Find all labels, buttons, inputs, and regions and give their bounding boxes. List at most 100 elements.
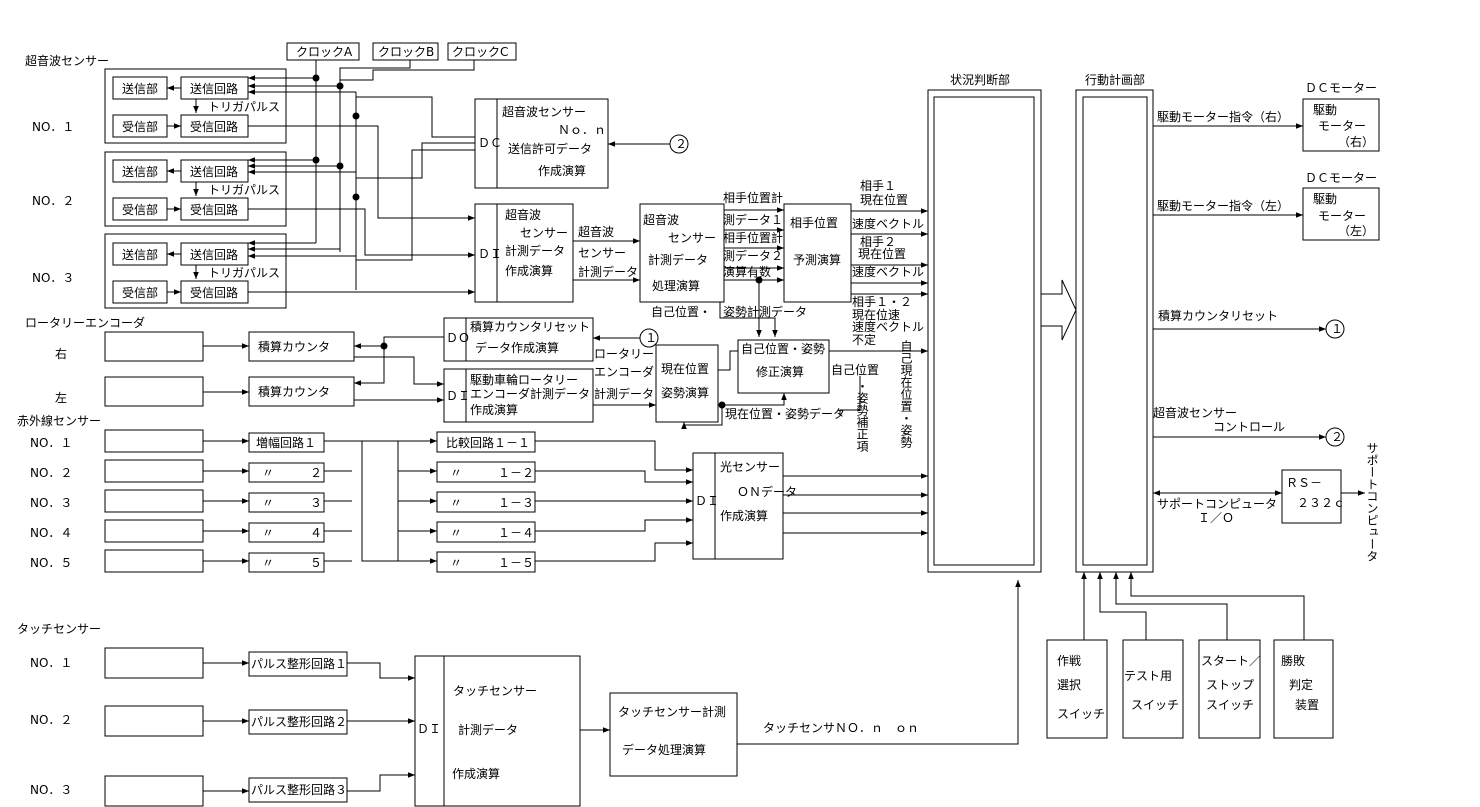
us-enable-l2: Ｎｏ．ｎ bbox=[558, 123, 606, 137]
support-pc: サポートコンピュータ bbox=[1365, 442, 1379, 562]
sw2-l1: テスト用 bbox=[1124, 669, 1172, 683]
opp1-b: 現在位置 bbox=[860, 192, 908, 207]
opp2-b: 現在位置 bbox=[858, 246, 906, 261]
opp2-c: 速度ベクトル bbox=[852, 264, 924, 279]
us-proc-l4: 処理演算 bbox=[652, 278, 700, 293]
pos-data: 現在位置・姿勢データ bbox=[725, 406, 845, 421]
rot-data-l3: 計測データ bbox=[594, 386, 654, 401]
sw1-l1: 作戦 bbox=[1057, 654, 1081, 668]
us2-trigger: トリガパルス bbox=[208, 183, 280, 197]
drive-enc-di: ＤＩ bbox=[446, 389, 470, 403]
us-proc-l2: センサー bbox=[668, 231, 716, 245]
dcl-drive: 駆動 bbox=[1313, 192, 1337, 206]
touch-proc-block bbox=[609, 692, 738, 777]
cnt-reset-out: 積算カウンタリセット bbox=[1158, 308, 1278, 323]
touch1-no: NO．１ bbox=[30, 656, 72, 670]
us2-recv-circuit: 受信回路 bbox=[190, 202, 238, 217]
touch-proc-l1: タッチセンサー計測 bbox=[618, 704, 726, 719]
us-data-l2: センサー bbox=[578, 246, 626, 260]
opp2-a: 相手２ bbox=[860, 235, 896, 249]
self-corr-l1: 自己位置・姿勢 bbox=[741, 341, 825, 356]
clock-c-label: クロックC bbox=[452, 45, 508, 59]
rs-l2: ２３２ｃ bbox=[1297, 496, 1345, 510]
us-sensor-title: 超音波センサー bbox=[25, 53, 109, 68]
us2-no: NO．２ bbox=[32, 194, 74, 208]
cmp2-dup: 〃 bbox=[450, 466, 462, 480]
us-enable-l1: 超音波センサー bbox=[502, 104, 586, 119]
dc-motor-r bbox=[1302, 98, 1380, 152]
pulse3-block bbox=[248, 777, 348, 803]
support-io-l2: Ｉ／Ｏ bbox=[1198, 511, 1234, 525]
us3-recv-circuit: 受信回路 bbox=[190, 285, 238, 300]
self-corr-out-2: ・姿勢補正項 bbox=[855, 380, 869, 453]
us-ctrl-l1: 超音波センサー bbox=[1153, 405, 1237, 420]
cmp5-dup: 〃 bbox=[450, 556, 462, 570]
amp2-n: ２ bbox=[310, 466, 322, 480]
sw4-l3: 装置 bbox=[1295, 698, 1319, 712]
self-attitude-meas: 自己位置・ 姿勢計測データ bbox=[651, 304, 807, 319]
us1-no: NO．１ bbox=[32, 120, 74, 134]
us-sensor-1: NO．１ 送信部 受信部 送信回路 受信回路 トリガパルス bbox=[32, 68, 287, 144]
rotary-title: ロータリーエンコーダ bbox=[25, 315, 145, 330]
us-data-l1: 超音波 bbox=[578, 224, 614, 239]
dcr-drive: 駆動 bbox=[1313, 103, 1337, 117]
cmp3-dup: 〃 bbox=[450, 496, 462, 510]
amp4-dup: 〃 bbox=[262, 526, 274, 540]
rotary-right: 右 bbox=[55, 346, 67, 361]
touch-calc-l3: 作成演算 bbox=[452, 766, 500, 781]
switch-strategy bbox=[1046, 639, 1108, 739]
switch-start-stop bbox=[1198, 639, 1261, 739]
pulse1-block bbox=[248, 651, 348, 677]
amp1-label: 増幅回路１ bbox=[256, 435, 316, 450]
rot-data-l1: ロータリー bbox=[594, 347, 654, 361]
amp2-dup: 〃 bbox=[262, 466, 274, 480]
pos-calc-l1: 現在位置 bbox=[661, 361, 709, 376]
us-enable-l4: 作成演算 bbox=[538, 163, 586, 178]
opp12-c: 速度ベクトル bbox=[852, 319, 924, 334]
clock-b-box bbox=[372, 42, 439, 61]
ir4-no: NO．４ bbox=[30, 526, 72, 540]
touch-calc-l1: タッチセンサー bbox=[453, 684, 537, 698]
counter-left bbox=[248, 376, 355, 407]
counter-left-label: 積算カウンタ bbox=[258, 384, 330, 399]
us-sensor-3: NO．３ 送信部 受信部 送信回路 受信回路 トリガパルス bbox=[32, 233, 287, 309]
us-enable-dc: ＤＣ bbox=[478, 136, 502, 150]
pulse3-label: パルス整形回路３ bbox=[251, 782, 347, 797]
pulse2-label: パルス整形回路２ bbox=[251, 714, 347, 729]
drive-enc-block bbox=[443, 368, 594, 423]
touch-calc-di: ＤＩ bbox=[417, 722, 441, 736]
us1-send-unit: 送信部 bbox=[122, 81, 158, 96]
sw1-l2: 選択 bbox=[1057, 678, 1081, 692]
us1-send-circuit: 送信回路 bbox=[190, 81, 238, 96]
meas2-l2: 測データ２ bbox=[723, 248, 783, 263]
us-proc-l1: 超音波 bbox=[643, 212, 679, 227]
opp-pred-block bbox=[783, 203, 852, 303]
pos-calc-block bbox=[655, 344, 719, 423]
meas2-l1: 相手位置計 bbox=[723, 230, 783, 245]
us-calc-l4: 作成演算 bbox=[505, 263, 553, 278]
drive-enc-l3: 作成演算 bbox=[470, 402, 518, 417]
light-l1: 光センサー bbox=[720, 460, 780, 474]
motor-cmd-r: 駆動モーター指令（右） bbox=[1157, 109, 1289, 124]
cnt-reset-do: ＤＯ bbox=[446, 331, 470, 345]
amp5-n: ５ bbox=[310, 556, 322, 570]
cmp3-n: １－３ bbox=[498, 496, 534, 510]
self-corr-out-1: 自己位置 bbox=[831, 362, 879, 377]
us-proc-block bbox=[639, 203, 725, 303]
us3-recv-unit: 受信部 bbox=[122, 285, 158, 300]
cmp2-n: １－２ bbox=[498, 466, 534, 480]
touch-proc-l2: データ処理演算 bbox=[622, 742, 706, 757]
connector-1-out-label: １ bbox=[1331, 322, 1343, 336]
ir1-no: NO．１ bbox=[30, 436, 72, 450]
support-io-l1: サポートコンピュータ bbox=[1157, 497, 1277, 511]
drive-enc-l2: エンコーダ計測データ bbox=[470, 386, 590, 401]
self-corr-block bbox=[737, 339, 830, 394]
light-block bbox=[692, 452, 784, 560]
dc-motor-l bbox=[1302, 187, 1380, 241]
touch-title: タッチセンサー bbox=[17, 622, 101, 636]
meas1-l2: 測データ１ bbox=[723, 212, 783, 227]
touch3-no: NO．３ bbox=[30, 783, 72, 797]
cnt-reset-l2: データ作成演算 bbox=[475, 340, 559, 355]
connector-1-in-label: １ bbox=[645, 331, 657, 345]
us1-recv-unit: 受信部 bbox=[122, 119, 158, 134]
